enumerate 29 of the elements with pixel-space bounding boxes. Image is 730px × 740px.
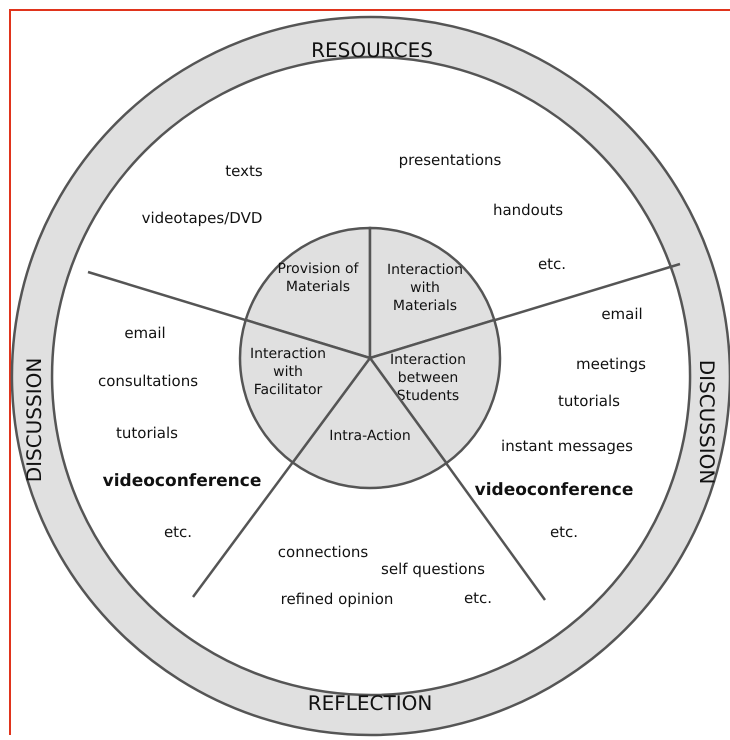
item-text: self questions xyxy=(381,560,485,578)
item-text: meetings xyxy=(576,355,646,373)
item-text: etc. xyxy=(464,589,492,607)
ring-label: REFLECTION xyxy=(308,691,432,715)
ring-label: DISCUSSION xyxy=(695,360,719,484)
ring-label: RESOURCES xyxy=(311,38,433,62)
sector-title: Provision of Materials xyxy=(276,260,360,296)
item-text: refined opinion xyxy=(280,590,394,608)
item-text: tutorials xyxy=(116,424,178,442)
item-text: tutorials xyxy=(558,392,620,410)
item-text: etc. xyxy=(550,523,578,541)
item-text: videotapes/DVD xyxy=(142,209,262,227)
item-text: email xyxy=(601,305,643,323)
item-text: consultations xyxy=(98,372,198,390)
item-text: etc. xyxy=(164,523,192,541)
sector-title: Interaction with Facilitator xyxy=(249,345,327,399)
item-text: texts xyxy=(225,162,263,180)
item-text: etc. xyxy=(538,255,566,273)
emphasized-item: videoconference xyxy=(474,480,634,500)
sector-title: Interaction with Materials xyxy=(386,261,464,315)
item-text: instant messages xyxy=(501,437,633,455)
sector-title: Intra-Action xyxy=(328,427,412,445)
item-text: handouts xyxy=(492,201,564,219)
item-text: email xyxy=(124,324,166,342)
ring-label: DISCUSSION xyxy=(22,358,46,482)
item-text: connections xyxy=(278,543,368,561)
sector-title: Interaction between Students xyxy=(389,351,467,405)
item-text: presentations xyxy=(398,151,502,169)
emphasized-item: videoconference xyxy=(102,471,262,491)
